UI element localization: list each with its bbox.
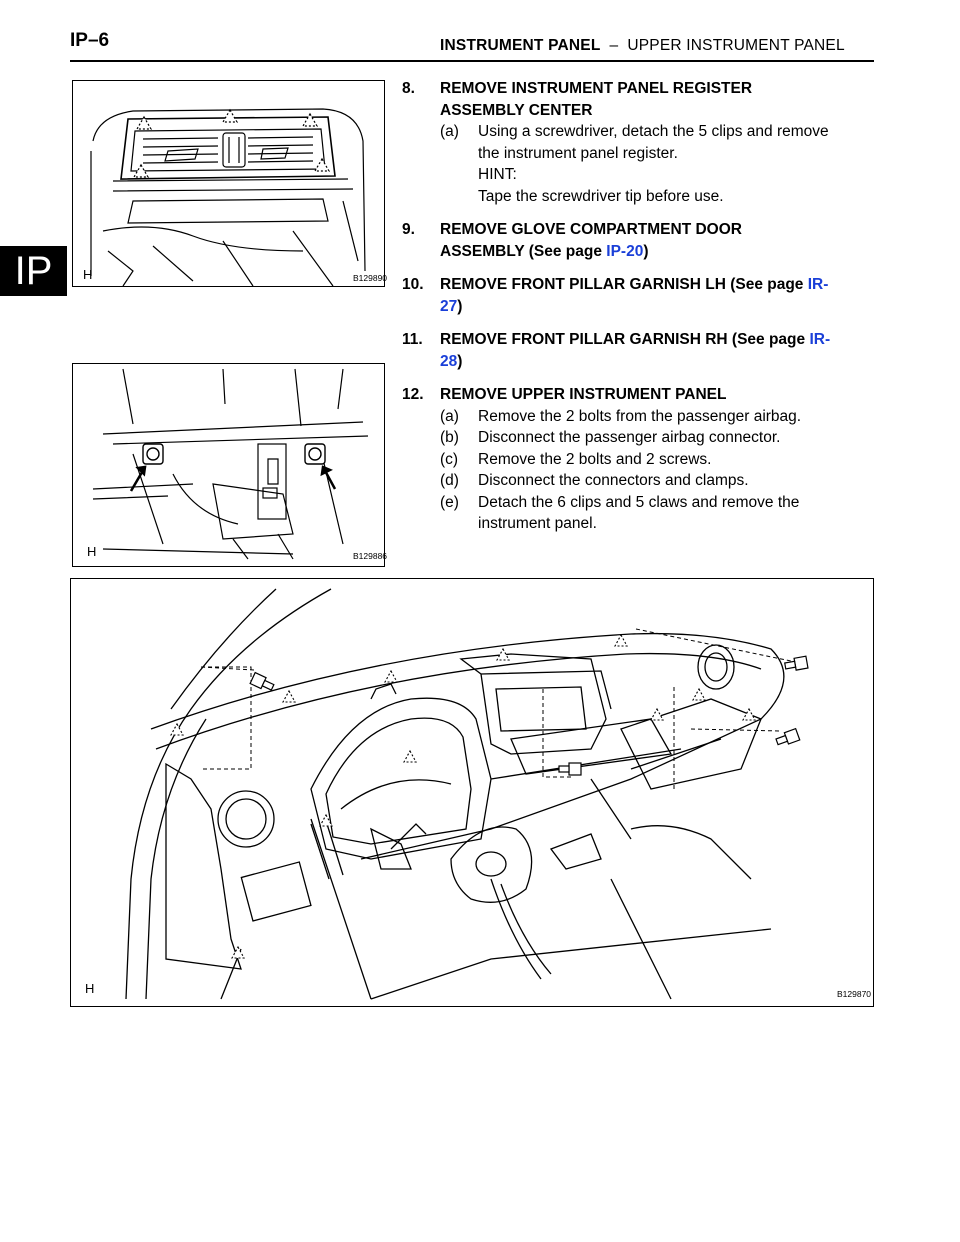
step-number: 12. [402, 386, 424, 403]
figure-passenger-airbag-bolts: H B129886 [72, 363, 388, 567]
sub-step-text: Remove the 2 bolts from the passenger ai… [478, 407, 802, 425]
sub-step-text: Remove the 2 bolts and 2 screws. [478, 450, 712, 468]
figure-code: B129886 [353, 551, 388, 561]
figure-code: B129890 [353, 273, 388, 283]
step-number: 10. [402, 276, 424, 293]
step-title: REMOVE FRONT PILLAR GARNISH RH (See page [440, 331, 810, 348]
step-title-cont: ASSEMBLY CENTER [440, 101, 593, 119]
title-separator: – [609, 37, 619, 54]
step-12: 12. REMOVE UPPER INSTRUMENT PANEL (a) Rem… [402, 384, 877, 535]
step-title: REMOVE UPPER INSTRUMENT PANEL [440, 386, 727, 403]
step-number: 9. [402, 221, 415, 238]
sub-step-text: Disconnect the connectors and clamps. [478, 472, 749, 489]
sub-step-letter: (e) [440, 493, 459, 511]
step-title: REMOVE FRONT PILLAR GARNISH LH (See page [440, 276, 808, 293]
page-link-ir-28-cont[interactable]: 28 [440, 352, 458, 370]
page-link-ir-27-cont[interactable]: 27 [440, 297, 458, 315]
page-link-ir-28[interactable]: IR- [809, 331, 831, 348]
page-link-ip-20[interactable]: IP-20 [606, 242, 644, 260]
closing-paren: ) [457, 297, 463, 315]
step-number: 11. [402, 331, 423, 348]
sub-step-text-cont: instrument panel. [478, 515, 597, 532]
section-title: INSTRUMENT PANEL [440, 37, 601, 54]
register-illustration [90, 108, 366, 287]
page-title: INSTRUMENT PANEL – UPPER INSTRUMENT PANE… [440, 37, 845, 55]
step-9: 9. REMOVE GLOVE COMPARTMENT DOOR ASSEMBL… [402, 219, 877, 262]
airbag-bolts-illustration [92, 368, 369, 560]
step-title: REMOVE GLOVE COMPARTMENT DOOR [440, 221, 742, 238]
closing-paren: ) [457, 352, 463, 370]
step-number: 8. [402, 80, 415, 97]
sub-step-letter: (a) [440, 407, 459, 425]
sub-step-letter: (b) [440, 429, 459, 446]
sub-step-letter: (c) [440, 450, 459, 468]
hint-text: Tape the screwdriver tip before use. [478, 187, 724, 205]
sub-step-text: Detach the 6 clips and 5 claws and remov… [478, 493, 800, 511]
step-11: 11. REMOVE FRONT PILLAR GARNISH RH (See … [402, 329, 877, 372]
figure-code: B129870 [837, 989, 872, 999]
figure-register-removal: H B129890 [72, 80, 388, 287]
section-tab: IP [0, 246, 67, 296]
instrument-panel-illustration [125, 588, 809, 1000]
page-code: IP–6 [70, 30, 110, 51]
hint-label: HINT: [478, 166, 517, 183]
figure-corner-mark: H [83, 267, 93, 282]
figure-upper-instrument-panel: H B129870 [70, 578, 874, 1007]
procedure-steps: 8. REMOVE INSTRUMENT PANEL REGISTER ASSE… [402, 78, 877, 535]
page-link-ir-27[interactable]: IR- [807, 276, 829, 293]
sub-step-text-cont: the instrument panel register. [478, 144, 678, 162]
step-8: 8. REMOVE INSTRUMENT PANEL REGISTER ASSE… [402, 78, 877, 207]
step-title: REMOVE INSTRUMENT PANEL REGISTER [440, 80, 753, 97]
sub-step-letter: (a) [440, 123, 459, 140]
sub-step-text: Disconnect the passenger airbag connecto… [478, 429, 781, 446]
subsection-title: UPPER INSTRUMENT PANEL [627, 37, 845, 54]
sub-step-letter: (d) [440, 472, 459, 489]
header-rule [70, 60, 874, 62]
closing-paren: ) [643, 242, 649, 260]
step-title-cont: ASSEMBLY (See page [440, 242, 607, 260]
figure-corner-mark: H [87, 544, 97, 559]
step-10: 10. REMOVE FRONT PILLAR GARNISH LH (See … [402, 274, 877, 317]
sub-step-text: Using a screwdriver, detach the 5 clips … [478, 123, 829, 140]
figure-corner-mark: H [85, 981, 95, 996]
